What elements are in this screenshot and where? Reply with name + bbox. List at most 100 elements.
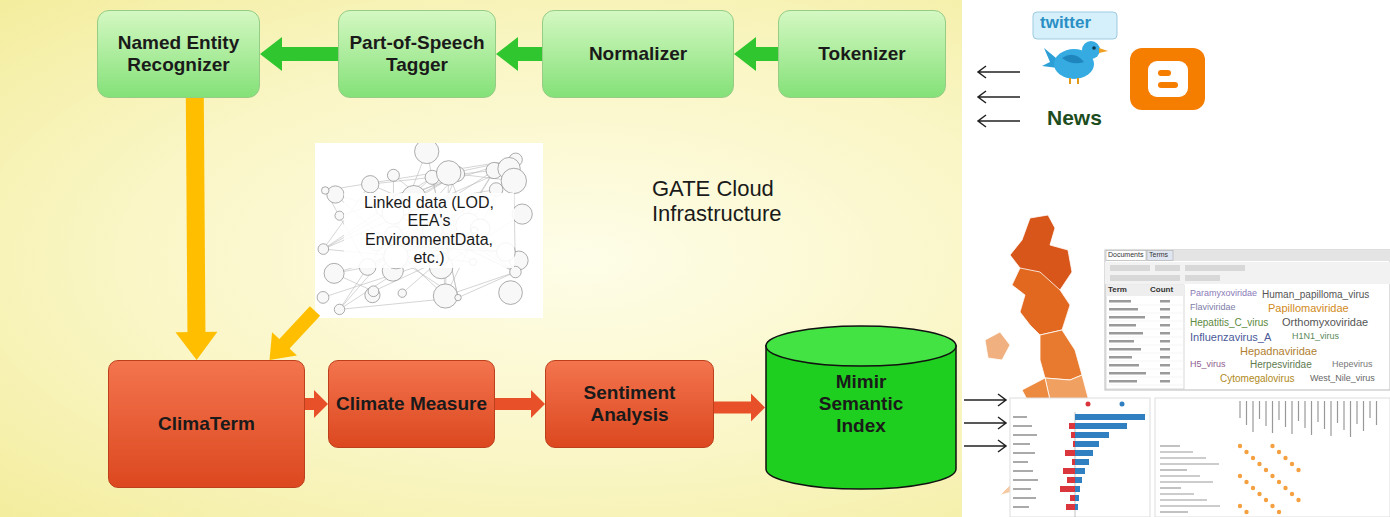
row-placeholder <box>1109 356 1132 359</box>
row-placeholder <box>1013 497 1036 499</box>
bar <box>1073 441 1075 447</box>
row-placeholder <box>1160 481 1213 482</box>
node-text: ClimaTerm <box>158 413 255 435</box>
row-line <box>1106 361 1184 362</box>
word-cloud-term: Papillomaviridae <box>1268 302 1349 314</box>
bar <box>1069 423 1075 429</box>
matrix-dot <box>1283 486 1287 490</box>
graph-node <box>324 263 344 283</box>
node-text: Linked data (LOD, EEA's EnvironmentData,… <box>344 193 514 269</box>
word-cloud-term: Paramyxoviridae <box>1190 289 1257 299</box>
bar <box>1065 450 1075 456</box>
arrow <box>964 394 1006 406</box>
twitter-logo <box>1033 12 1117 84</box>
row-placeholder <box>1013 434 1037 436</box>
logo-banner <box>1033 12 1117 39</box>
table-header: Term <box>1108 286 1127 295</box>
column-placeholder <box>1246 401 1247 425</box>
graph-node <box>436 161 460 185</box>
row-placeholder <box>1013 470 1033 472</box>
bar <box>1071 432 1075 438</box>
panel <box>1010 398 1150 517</box>
row-line <box>1106 345 1184 346</box>
logo-mark <box>1158 82 1178 88</box>
bird-beak <box>1099 48 1108 53</box>
toolbar-control <box>1110 265 1150 271</box>
column-placeholder <box>1350 401 1351 437</box>
process-box: Climate Measure <box>328 360 495 448</box>
node-text: Sentiment Analysis <box>553 382 706 426</box>
row-placeholder <box>1160 316 1170 319</box>
process-box: Named Entity Recognizer <box>97 10 260 98</box>
column-placeholder <box>1278 401 1279 420</box>
matrix-dot <box>1264 498 1268 502</box>
row-placeholder <box>1160 372 1170 375</box>
matrix-dot <box>1270 474 1274 478</box>
text-block: ClimaTerm <box>116 413 297 435</box>
process-box: Part-of-Speech Tagger <box>338 10 496 98</box>
word-cloud-term: Hepadnaviridae <box>1240 345 1317 357</box>
bar <box>1075 423 1127 429</box>
row-placeholder <box>1160 499 1207 500</box>
matrix-dot <box>1238 444 1242 448</box>
row-placeholder <box>1160 364 1170 367</box>
row-placeholder <box>1109 340 1134 343</box>
graph-node <box>335 211 344 220</box>
graph-node <box>499 281 523 305</box>
tab-label: Documents <box>1108 251 1143 259</box>
logo-text: twitter <box>1040 14 1091 33</box>
tab-strip <box>1105 250 1390 261</box>
node-text: Part-of-Speech Tagger <box>346 32 488 76</box>
node-text: Named Entity Recognizer <box>105 32 252 76</box>
row-placeholder <box>1160 324 1170 327</box>
process-box: Normalizer <box>542 10 734 98</box>
column-placeholder <box>1272 401 1273 433</box>
row-placeholder <box>1109 300 1131 303</box>
row-placeholder <box>1160 300 1170 303</box>
graph-node <box>415 143 439 164</box>
matrix-dot <box>1257 462 1261 466</box>
word-cloud-term: Hepatitis_C_virus <box>1190 317 1268 328</box>
row-placeholder <box>1160 308 1170 311</box>
toolbar-control <box>1185 265 1245 271</box>
row-placeholder <box>1160 487 1181 488</box>
word-cloud-screenshot <box>1105 250 1390 390</box>
row-placeholder <box>1109 324 1136 327</box>
bar <box>1075 414 1145 420</box>
matrix-dot <box>1277 510 1281 514</box>
tab-label: Terms <box>1149 251 1168 259</box>
toolbar-control <box>1155 265 1180 271</box>
arrow <box>964 417 1006 429</box>
column-placeholder <box>1291 401 1292 434</box>
row-placeholder <box>1160 445 1180 446</box>
row-placeholder <box>1109 372 1146 375</box>
column-placeholder <box>1265 401 1266 426</box>
graph-node <box>362 176 379 193</box>
graph-link <box>325 160 515 191</box>
bar <box>1075 477 1082 483</box>
word-cloud-term: Hepevirus <box>1332 360 1373 370</box>
bars <box>1013 414 1145 510</box>
row-line <box>1106 337 1184 338</box>
column-placeholder <box>1304 401 1305 428</box>
process-box: Tokenizer <box>778 10 946 98</box>
map-region <box>1040 330 1082 380</box>
row-placeholder <box>1160 380 1170 383</box>
graph-node <box>512 204 532 224</box>
process-box: Sentiment Analysis <box>545 360 714 448</box>
blogger-logo <box>1130 48 1205 110</box>
bar <box>1067 477 1075 483</box>
word-cloud-term: West_Nile_virus <box>1310 374 1375 384</box>
text-block: Named Entity Recognizer <box>105 32 252 76</box>
column-placeholder <box>1259 401 1260 419</box>
bar <box>1075 504 1078 510</box>
row-placeholder <box>1160 348 1170 351</box>
tab <box>1147 251 1173 261</box>
row-placeholder <box>1160 457 1206 458</box>
input-arrows <box>978 66 1020 127</box>
matrix <box>1160 401 1377 514</box>
row-placeholder <box>1109 308 1138 311</box>
graph-node <box>327 186 344 203</box>
bar <box>1060 486 1075 492</box>
